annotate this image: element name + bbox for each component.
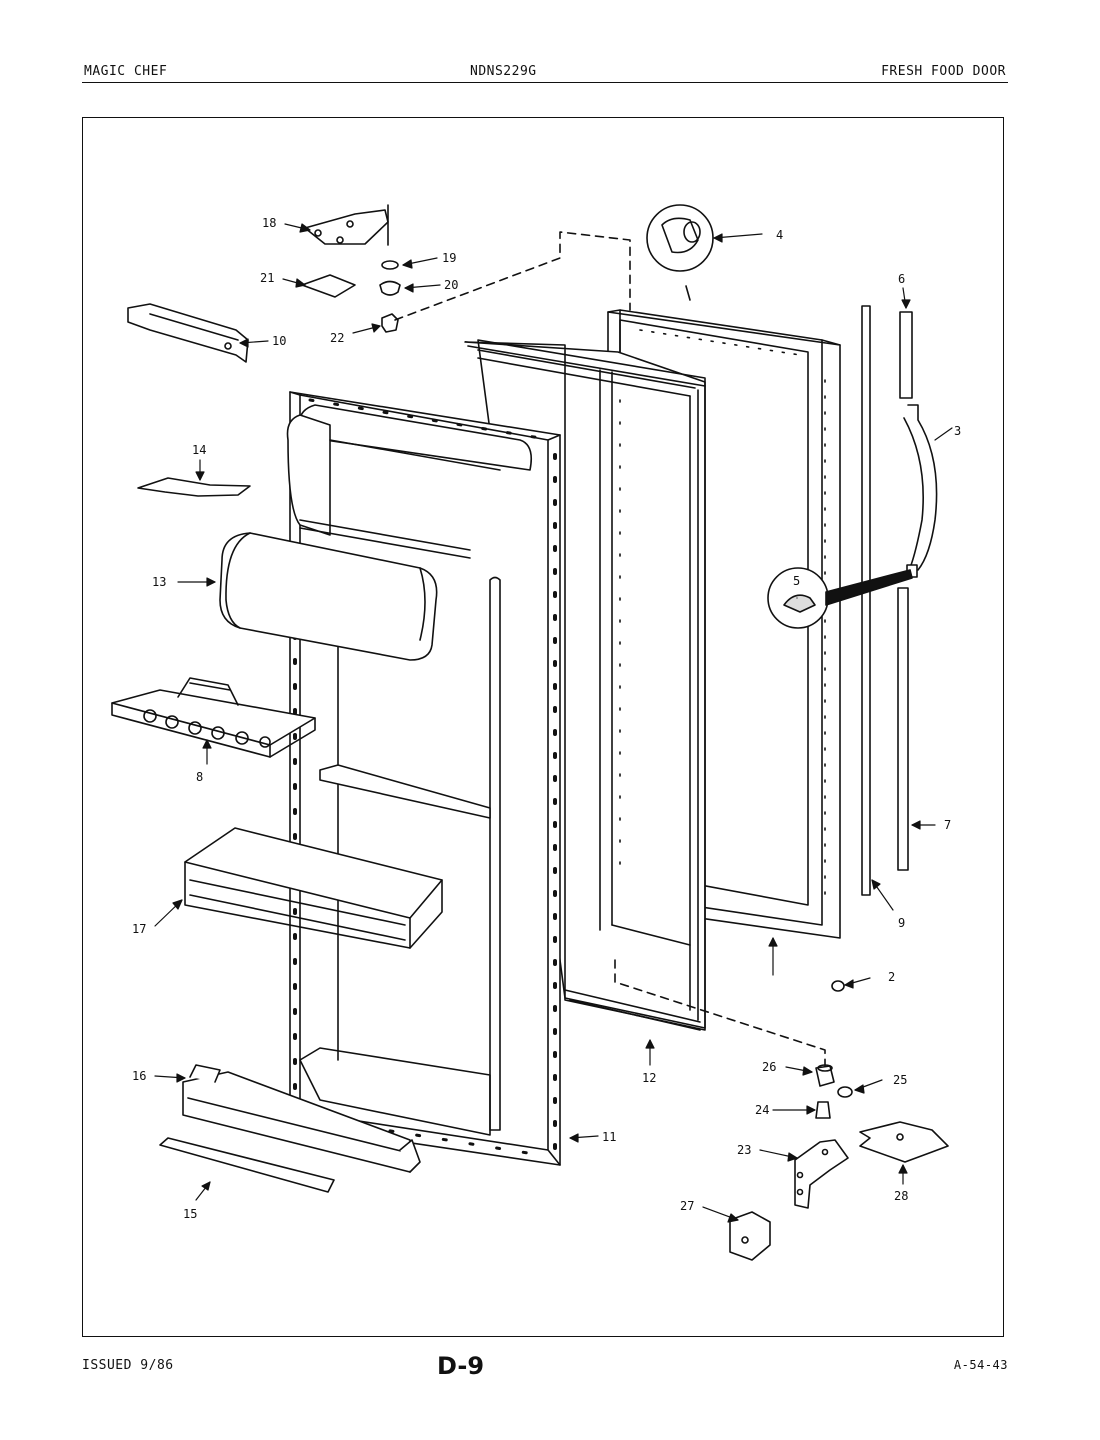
- callout-21: 21: [260, 271, 274, 285]
- header-rule: [82, 82, 1008, 83]
- door-stop-detail: [646, 204, 714, 301]
- callout-13: 13: [152, 575, 166, 589]
- header-brand: MAGIC CHEF: [84, 64, 168, 79]
- callout-labels: 2 3 4 5 6 7 8 9 10 11 12 13 14 15 16 17 …: [132, 216, 961, 1221]
- washer-2: [831, 980, 845, 992]
- footer-code: A-54-43: [953, 1358, 1008, 1372]
- trim-strip-6: [899, 311, 913, 399]
- callout-23: 23: [737, 1143, 751, 1157]
- dairy-door: [219, 532, 438, 661]
- callout-9: 9: [898, 916, 905, 930]
- header-section: FRESH FOOD DOOR: [881, 64, 1006, 79]
- footer-issued: ISSUED 9/86: [82, 1358, 174, 1373]
- callout-2: 2: [888, 970, 895, 984]
- footer-page-number: D-9: [437, 1352, 485, 1380]
- callout-12: 12: [642, 1071, 656, 1085]
- diagram-frame: [82, 117, 1004, 1337]
- callout-11: 11: [602, 1130, 616, 1144]
- callout-6: 6: [898, 272, 905, 286]
- door-strap: [903, 404, 938, 578]
- dairy-hinge: [137, 477, 251, 497]
- top-hinge-assembly: [301, 204, 631, 333]
- callout-15: 15: [183, 1207, 197, 1221]
- callout-20: 20: [444, 278, 458, 292]
- callout-7: 7: [944, 818, 951, 832]
- door-shelf-bin: [184, 827, 443, 949]
- callout-24: 24: [755, 1103, 769, 1117]
- callout-16: 16: [132, 1069, 146, 1083]
- trim-rod-9: [861, 305, 871, 896]
- callout-28: 28: [894, 1189, 908, 1203]
- door-gasket: [464, 339, 706, 1031]
- callout-19: 19: [442, 251, 456, 265]
- callout-17: 17: [132, 922, 146, 936]
- callout-10: 10: [272, 334, 286, 348]
- callout-8: 8: [196, 770, 203, 784]
- header-model: NDNS229G: [470, 64, 537, 79]
- callout-26: 26: [762, 1060, 776, 1074]
- callout-5: 5: [793, 574, 800, 588]
- callout-25: 25: [893, 1073, 907, 1087]
- trim-strip-7: [897, 587, 909, 871]
- bottom-hinge-assembly: [614, 959, 949, 1261]
- callout-4: 4: [776, 228, 783, 242]
- callout-27: 27: [680, 1199, 694, 1213]
- shelf-retainer: [159, 1137, 335, 1193]
- lower-shelf: [182, 1064, 421, 1173]
- egg-tray: [111, 677, 316, 758]
- leader-lines: [154, 223, 953, 1223]
- callout-18: 18: [262, 216, 276, 230]
- inner-door-liner: [286, 391, 561, 1166]
- cam-detail: [767, 567, 913, 629]
- callout-22: 22: [330, 331, 344, 345]
- top-trim: [127, 303, 249, 363]
- callout-3: 3: [954, 424, 961, 438]
- callout-14: 14: [192, 443, 206, 457]
